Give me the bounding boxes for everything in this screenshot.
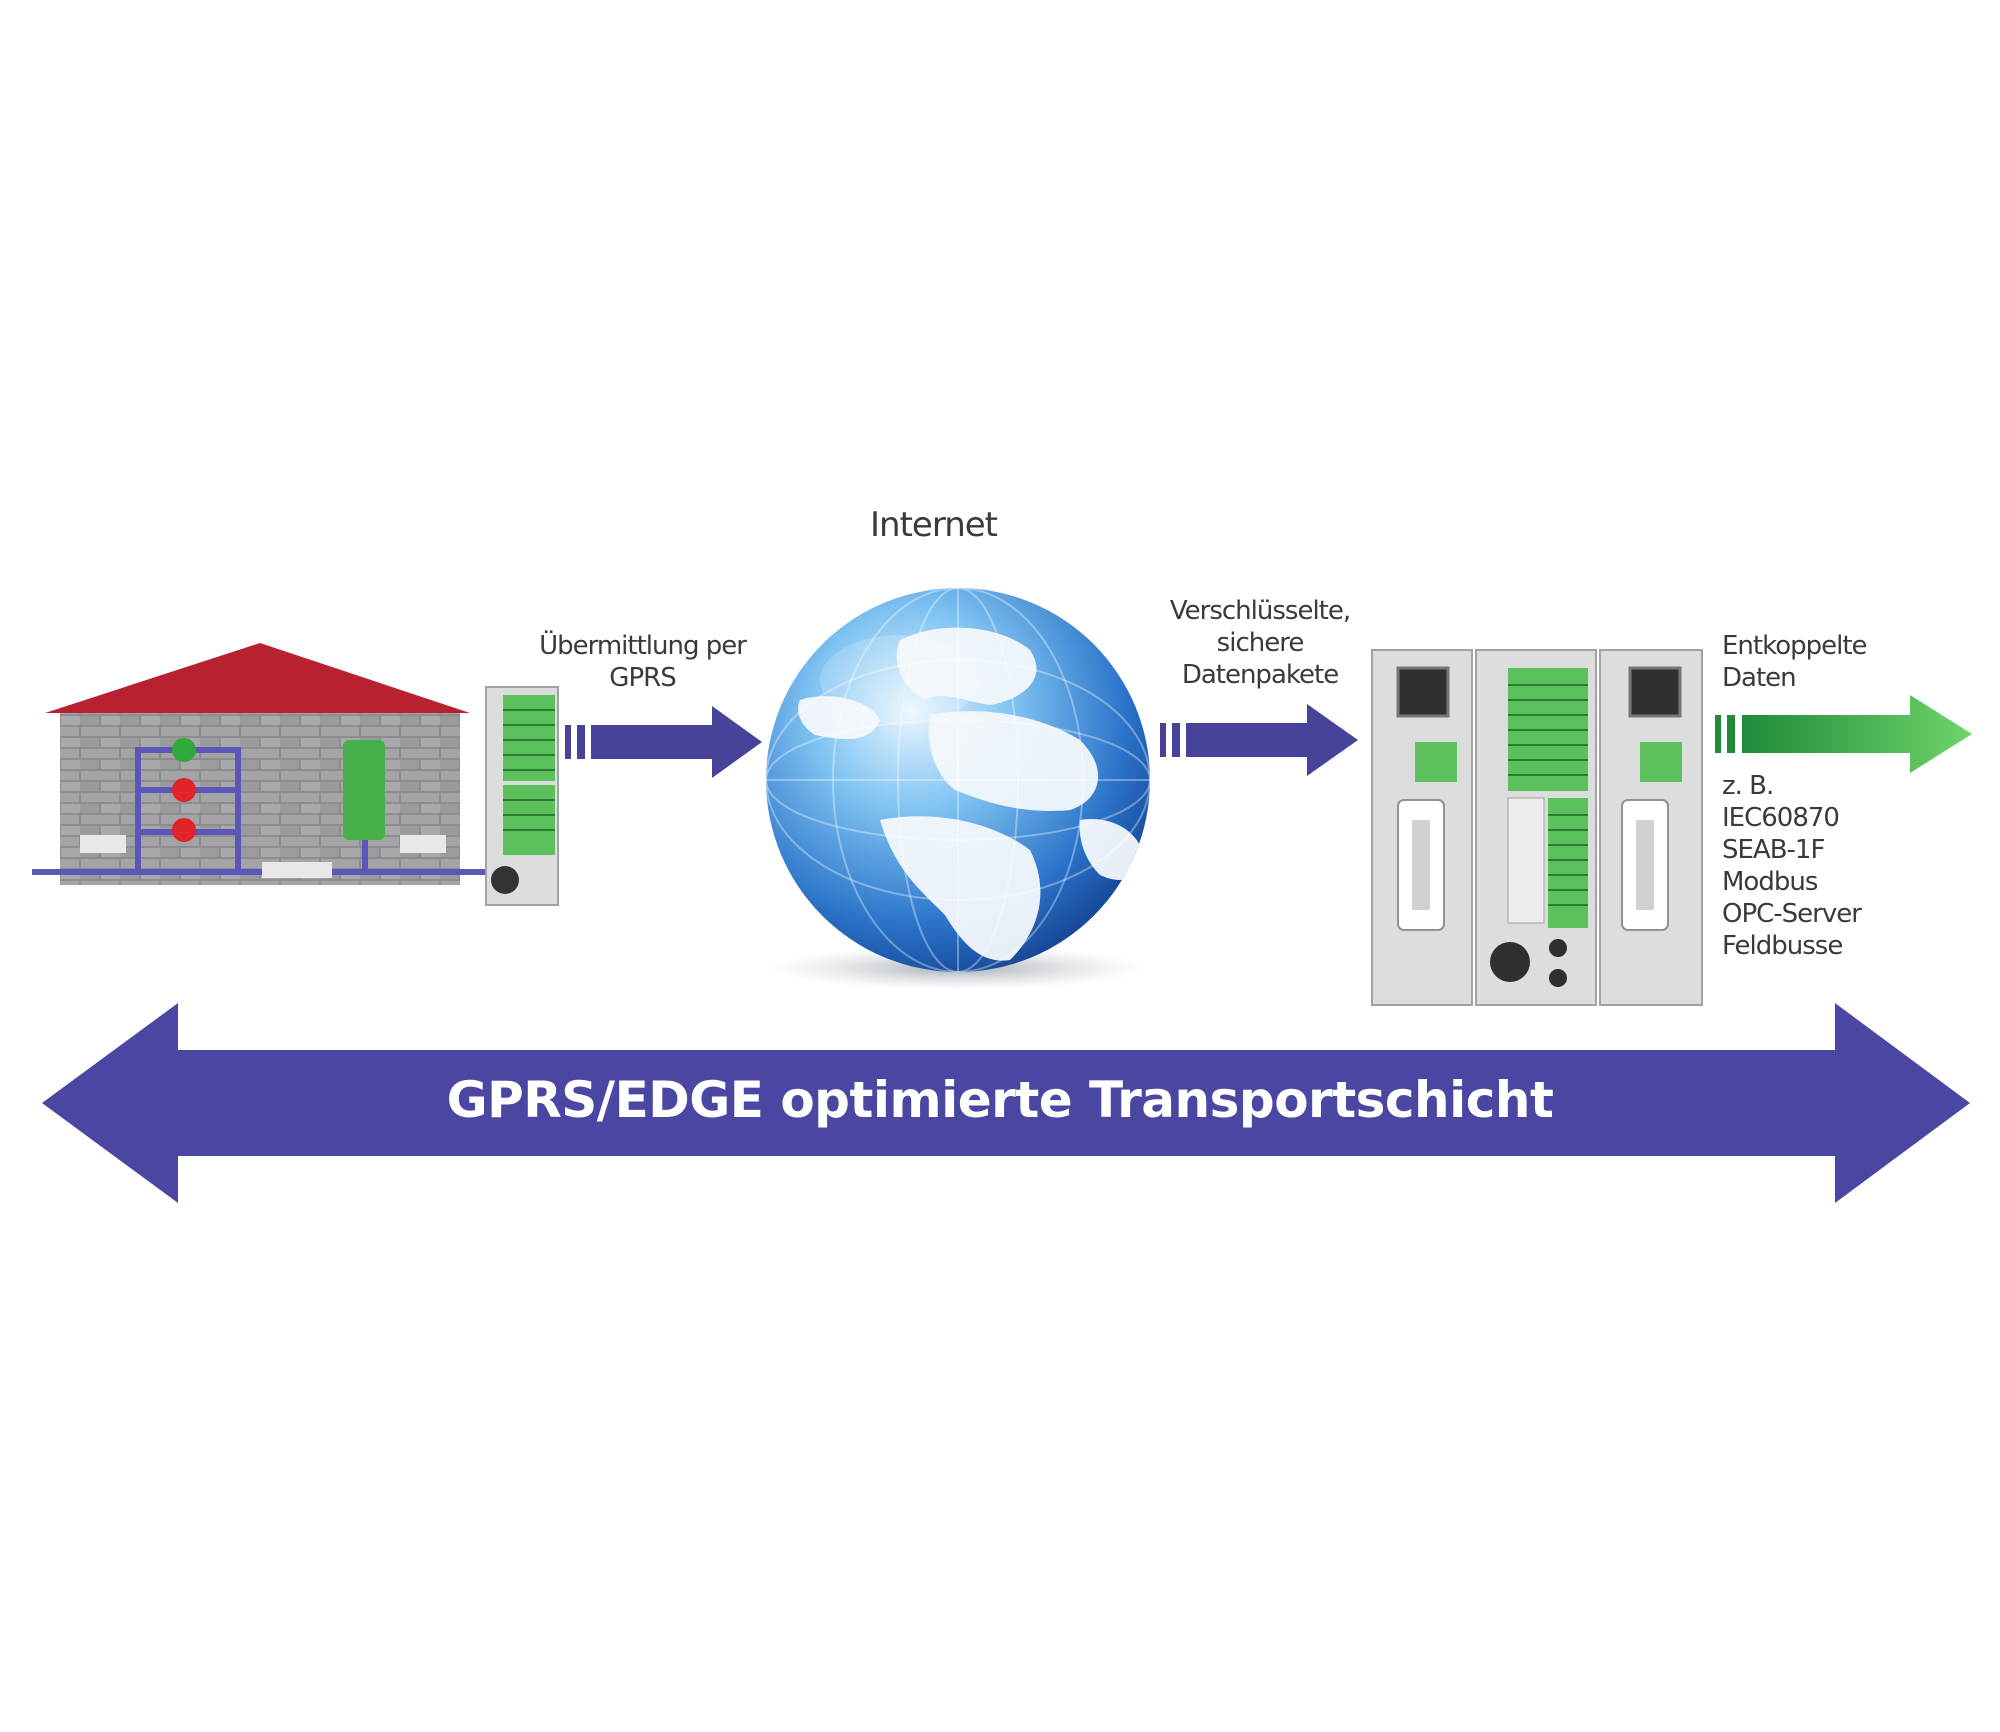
protocol-item: Feldbusse (1722, 931, 1843, 961)
label-line: Datenpakete (1181, 660, 1339, 690)
label-line: sichere (1216, 628, 1305, 658)
house-meter (262, 862, 332, 878)
output-arrow (1715, 695, 1972, 773)
encrypted-packets-label: Verschlüsselte, sichere Datenpakete (1160, 595, 1360, 691)
internet-label: Internet (870, 505, 998, 545)
server-modules (1371, 649, 1703, 1006)
protocol-item: OPC-Server (1722, 899, 1862, 929)
banner-title: GPRS/EDGE optimierte Transportschicht (446, 1071, 1554, 1129)
house-wall (60, 713, 460, 885)
gprs-transfer-label: Übermittlung per GPRS (535, 630, 750, 694)
protocols-list: z. B. IEC60870 SEAB-1F Modbus OPC-Server… (1722, 770, 1862, 962)
protocol-item: SEAB-1F (1722, 835, 1825, 865)
transport-layer-banner (42, 1003, 1970, 1203)
protocol-item: z. B. (1722, 771, 1774, 801)
house-illustration (32, 643, 485, 885)
field-device-icon (485, 686, 559, 906)
indicator-red-icon (172, 778, 196, 802)
label-line: Daten (1722, 663, 1797, 693)
indicator-green-icon (172, 738, 196, 762)
globe-icon (766, 588, 1150, 990)
label-line: Entkoppelte (1722, 631, 1868, 661)
label-line: Verschlüsselte, (1169, 596, 1351, 626)
house-meter (80, 835, 126, 853)
decoupled-data-label: Entkoppelte Daten (1722, 630, 1868, 694)
label-line: Übermittlung per (539, 631, 747, 661)
house-meter (400, 835, 446, 853)
encrypted-arrow (1160, 704, 1358, 776)
protocol-item: IEC60870 (1722, 803, 1840, 833)
gprs-arrow (565, 706, 762, 778)
house-roof (45, 643, 470, 713)
house-green-tank (343, 740, 385, 840)
indicator-red-icon (172, 818, 196, 842)
protocol-item: Modbus (1722, 867, 1818, 897)
label-line: GPRS (609, 663, 676, 693)
